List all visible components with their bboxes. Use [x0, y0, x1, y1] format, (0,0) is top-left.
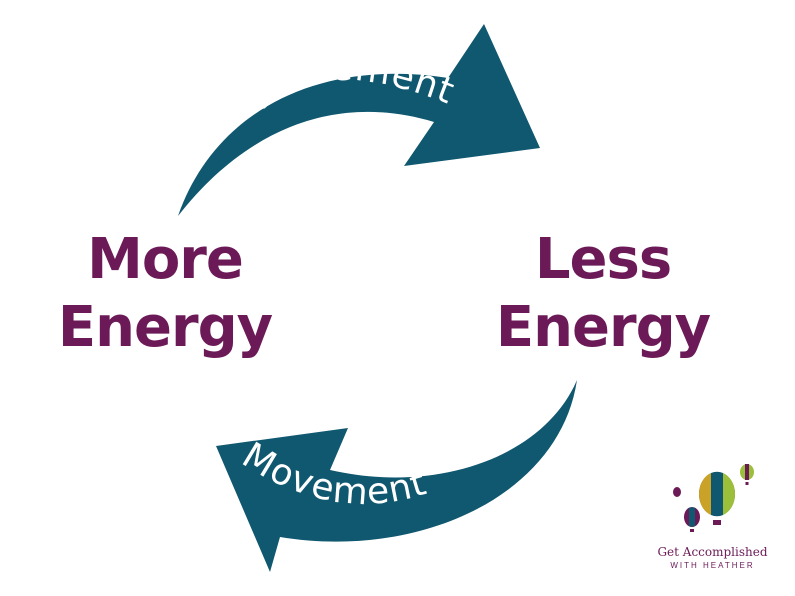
brand-subtitle: WITH HEATHER [670, 561, 755, 570]
brand-logo: Get Accomplished WITH HEATHER [640, 545, 785, 570]
top-arrow-shape [178, 24, 540, 216]
more-energy-line1: More [87, 227, 244, 292]
less-energy-line1: Less [534, 227, 672, 292]
less-energy-line2: Energy [495, 295, 711, 360]
more-energy-line2: Energy [57, 295, 273, 360]
more-energy-label: More Energy [40, 226, 290, 362]
bottom-arrow: Movement [216, 380, 577, 572]
bottom-arrow-shape [216, 380, 577, 572]
less-energy-label: Less Energy [478, 226, 728, 362]
top-arrow: Movement [178, 24, 540, 216]
brand-name: Get Accomplished [657, 545, 768, 559]
hot-air-balloons-icon [673, 464, 754, 532]
